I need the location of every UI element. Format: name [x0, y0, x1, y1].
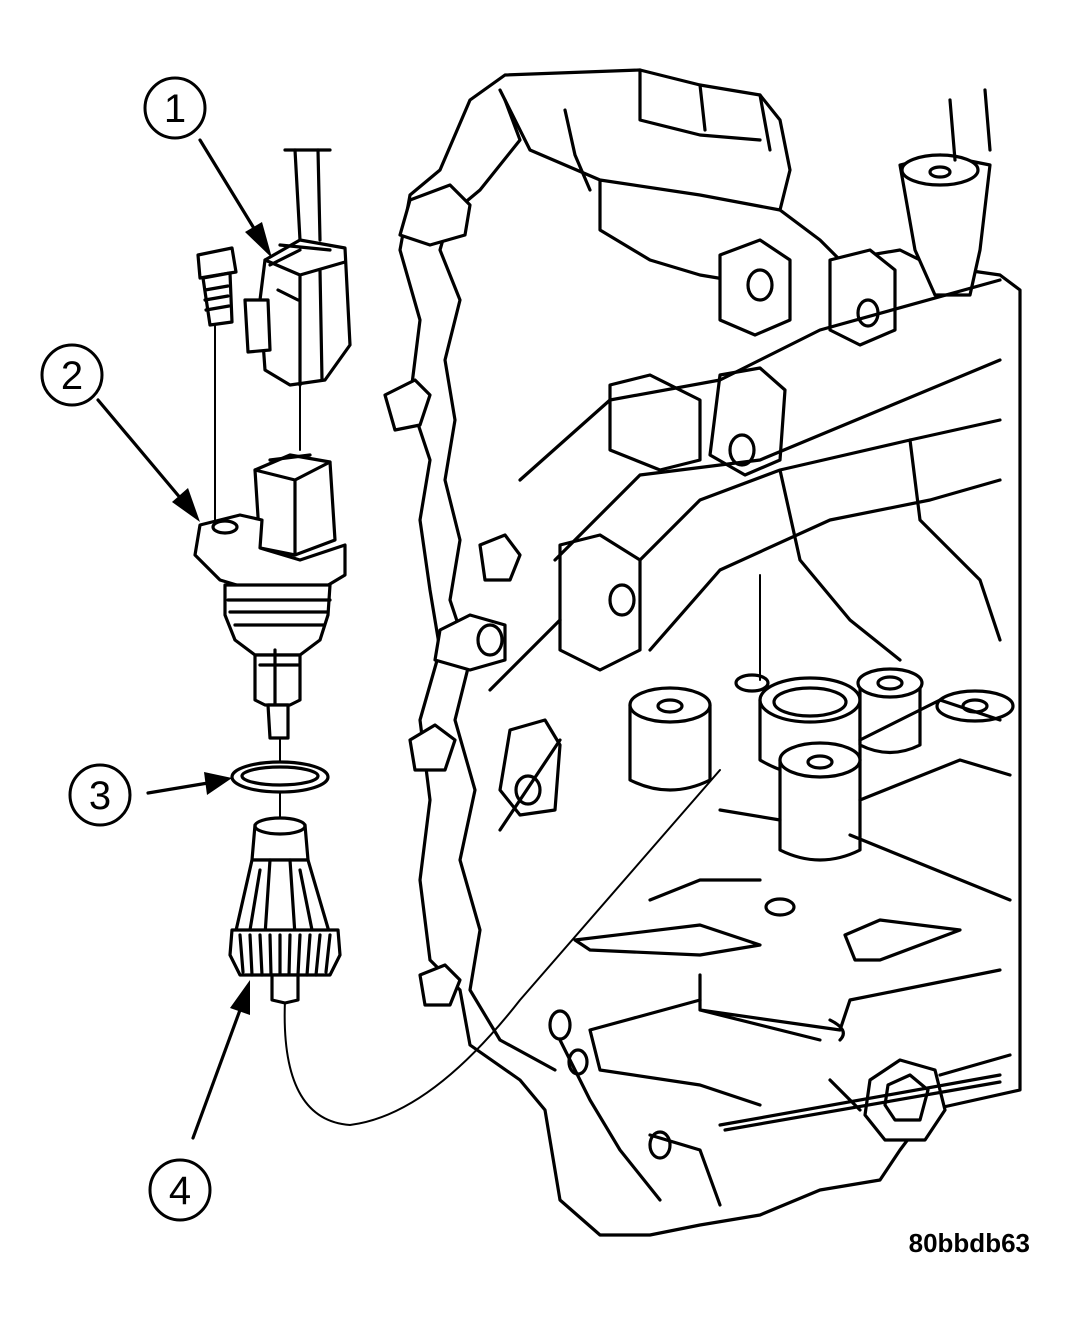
case-bottom-hole-b: [567, 1048, 589, 1076]
case-pressure-line: [718, 1073, 1002, 1132]
figure-identifier: 80bbdb63: [909, 1228, 1030, 1258]
flange-lugs: [383, 183, 522, 1007]
callout-arrow-4: [191, 980, 250, 1140]
valve-body-fin: [843, 918, 962, 962]
callout-arrow-1: [198, 138, 272, 258]
callout-4-circle: [148, 1158, 212, 1222]
case-top-boss-lines: [948, 88, 992, 162]
sensor-stem: [253, 653, 302, 707]
sensor-tip: [266, 703, 290, 740]
callout-3-circle: [68, 763, 132, 827]
callout-1-number: 1: [164, 87, 186, 131]
sensor-bolt-hole: [211, 519, 239, 535]
sensor-mounting-bolt: [196, 246, 238, 327]
part-4-pinion-gear: [228, 816, 342, 1005]
callout-arrow-2: [96, 398, 200, 522]
case-top-boss-face: [900, 153, 980, 187]
connector-wires: [293, 148, 322, 242]
callout-4-number: 4: [169, 1169, 191, 1213]
case-upper-rib: [563, 83, 772, 192]
bolt-ladder: [488, 238, 1002, 832]
part-1-wiring-connector: [243, 148, 352, 387]
part-2-speed-sensor: [193, 453, 347, 740]
valve-body-lower-plate: [573, 923, 762, 957]
part-3-o-ring: [230, 760, 330, 794]
case-bottom-hole-a: [548, 1009, 572, 1041]
valve-body-plate: [648, 698, 1012, 902]
callout-3-number: 3: [89, 774, 111, 818]
sensor-body-ribbed: [223, 583, 332, 657]
callout-3: 3: [68, 763, 132, 827]
case-bottom-hole-c: [648, 1130, 672, 1160]
callout-1-circle: [143, 76, 207, 140]
transmission-case: [383, 68, 1022, 1237]
callout-1: 1: [143, 76, 207, 140]
pinion-gear-teeth: [228, 928, 342, 977]
sensor-flange: [193, 513, 347, 597]
callout-arrows: [96, 138, 272, 1140]
pinion-cone: [233, 858, 332, 937]
valve-body-bosses: [628, 667, 1015, 917]
callout-2: 2: [40, 343, 104, 407]
pinion-shaft-tip: [270, 973, 300, 1005]
case-top-boss-hole: [928, 165, 952, 179]
assembly-center-lines: [214, 319, 761, 1126]
case-bottom-rails: [558, 998, 762, 1207]
valve-body-lower-edges: [698, 968, 1002, 1042]
callout-4: 4: [148, 1158, 212, 1222]
callout-arrow-3: [146, 772, 232, 795]
callout-2-circle: [40, 343, 104, 407]
case-inner-rails: [638, 418, 1002, 662]
callout-2-number: 2: [61, 354, 83, 398]
